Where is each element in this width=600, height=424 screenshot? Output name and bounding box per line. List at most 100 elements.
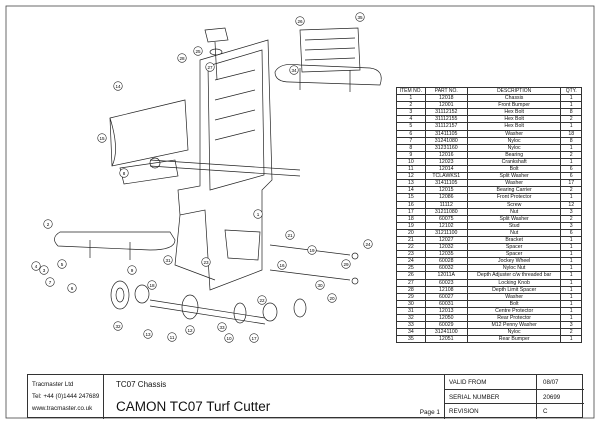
- description-cell: Washer: [466, 129, 562, 138]
- qty-cell: 2: [560, 214, 582, 223]
- header-part-no: PART NO.: [424, 86, 468, 96]
- part-no-cell: 12086: [424, 193, 468, 202]
- callout-bubble: [193, 46, 203, 56]
- part-no-cell: 31411105: [424, 179, 468, 188]
- part-no-cell: 60028: [424, 257, 468, 266]
- callout-label: 31: [165, 258, 171, 263]
- end-bearing: [293, 298, 307, 318]
- callout-bubble: [143, 329, 153, 339]
- qty-cell: 1: [560, 313, 582, 323]
- callout-label: 18: [149, 283, 155, 288]
- callout-bubble: [119, 168, 129, 178]
- callout-label: 19: [309, 248, 315, 253]
- callout-bubble: [253, 209, 263, 219]
- qty-cell: 2: [560, 150, 582, 159]
- callout-bubble: [113, 321, 123, 331]
- sheet-border: [5, 5, 595, 419]
- qty-cell: 1: [560, 271, 582, 280]
- title-block: Tracmaster Ltd Tel: +44 (0)1444 247689 w…: [27, 374, 584, 419]
- part-no-cell: 12035: [424, 250, 468, 259]
- callout-bubble: [315, 280, 325, 290]
- callout-bubble: [113, 81, 123, 91]
- description-cell: Depth Adjuster c/w threaded bar: [466, 271, 562, 280]
- item-no-cell: 33: [396, 321, 426, 330]
- callout-label: 23: [203, 260, 209, 265]
- drawing-title: TC07 Chassis: [116, 380, 167, 389]
- qty-cell: 1: [560, 299, 582, 308]
- item-no-cell: 14: [396, 186, 426, 195]
- part-no-cell: TCLAWKS1: [424, 172, 468, 181]
- qty-cell: 1: [560, 193, 582, 202]
- description-cell: Screw: [466, 200, 562, 209]
- valid-from-value: 08/07: [543, 379, 559, 386]
- item-no-cell: 21: [396, 235, 426, 245]
- callout-label: 11: [170, 335, 175, 340]
- qty-cell: 12: [560, 200, 582, 209]
- company-website: www.tracmaster.co.uk: [32, 405, 93, 412]
- callout-bubble: [217, 322, 227, 332]
- company-name: Tracmaster Ltd: [32, 381, 74, 388]
- item-no-cell: 11: [396, 165, 426, 174]
- header-qty: QTY.: [560, 86, 582, 96]
- item-no-cell: 13: [396, 179, 426, 188]
- lower-wheel: [181, 294, 199, 320]
- chassis-lower: [174, 214, 216, 281]
- front-protector-curve: [109, 117, 116, 167]
- part-no-cell: 12018: [424, 94, 468, 103]
- qty-cell: 1: [560, 143, 582, 152]
- parts-table-header-row: ITEM NO. PART NO. DESCRIPTION QTY.: [396, 86, 582, 96]
- qty-cell: 1: [560, 292, 582, 301]
- description-cell: Nyloc: [466, 136, 562, 145]
- item-no-cell: 26: [396, 271, 426, 280]
- qty-cell: 2: [560, 328, 582, 337]
- callout-label: 6: [71, 286, 74, 291]
- front-bumper: [54, 231, 176, 251]
- qty-cell: 1: [560, 285, 582, 294]
- description-cell: Crankshaft: [466, 157, 562, 167]
- item-no-cell: 1: [396, 94, 426, 103]
- qty-cell: 6: [560, 172, 582, 181]
- item-no-cell: 17: [396, 207, 426, 216]
- serial-number-label: SERIAL NUMBER: [449, 393, 500, 401]
- title-area: TC07 Chassis CAMON TC07 Turf Cutter Page…: [104, 375, 445, 419]
- part-no-cell: 12015: [424, 186, 468, 195]
- description-cell: Rear Bumper: [466, 335, 562, 344]
- description-cell: Nyloc Nut: [466, 264, 562, 273]
- callout-label: 14: [115, 84, 121, 89]
- part-no-cell: 12050: [424, 313, 468, 323]
- qty-cell: 2: [560, 186, 582, 195]
- qty-cell: 2: [560, 115, 582, 124]
- item-no-cell: 16: [396, 200, 426, 209]
- description-cell: Bearing: [466, 150, 562, 159]
- qty-cell: 18: [560, 129, 582, 138]
- callout-bubble: [127, 265, 137, 275]
- part-no-cell: 12023: [424, 157, 468, 167]
- callout-bubble: [67, 283, 77, 293]
- item-no-cell: 34: [396, 328, 426, 337]
- qty-cell: 17: [560, 179, 582, 188]
- callout-label: 5: [61, 262, 64, 267]
- qty-cell: 1: [560, 335, 582, 344]
- callout-label: 12: [187, 328, 193, 333]
- qty-cell: 1: [560, 257, 582, 266]
- callout-label: 35: [357, 15, 363, 20]
- part-no-cell: 31211080: [424, 207, 468, 216]
- callout-label: 34: [291, 68, 297, 73]
- description-cell: Hex Bolt: [466, 108, 562, 117]
- item-no-cell: 7: [396, 136, 426, 145]
- revision-info: VALID FROM 08/07 SERIAL NUMBER 20699 REV…: [445, 375, 584, 419]
